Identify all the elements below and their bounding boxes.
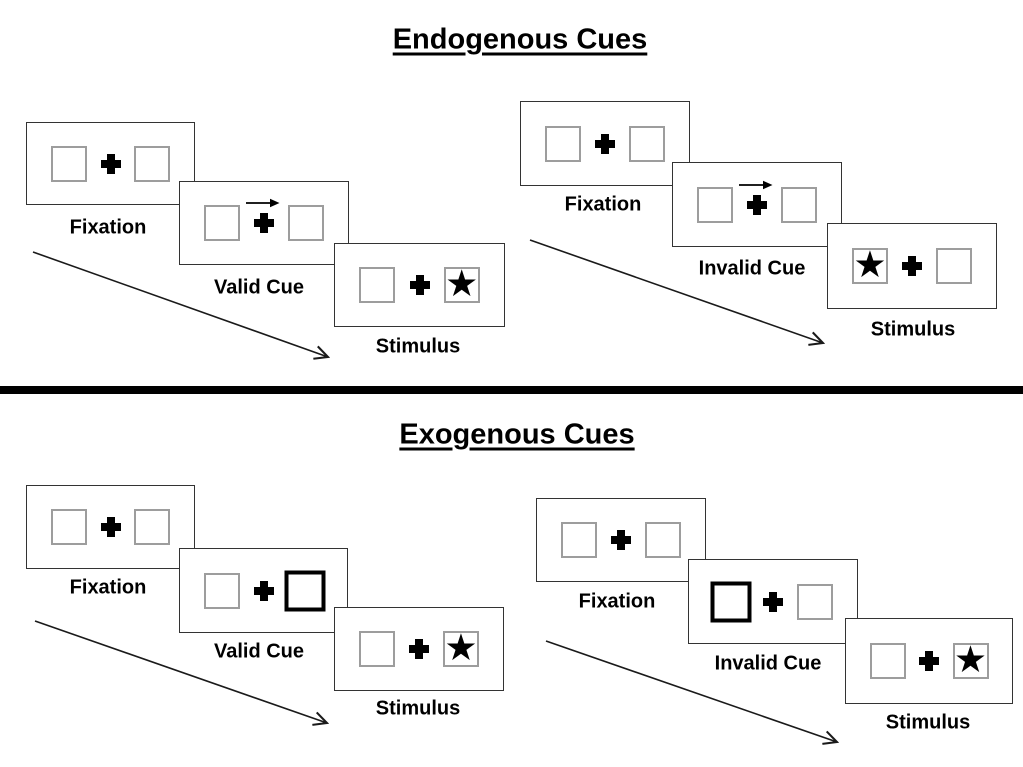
fixation-cross-icon [902, 256, 922, 276]
fixation-cross-icon [747, 194, 767, 215]
fixation-cross-icon [100, 153, 121, 174]
exogenous-invalid-fixation-left-box [561, 522, 597, 558]
exogenous-valid-stimulus-label: Stimulus [375, 697, 461, 720]
endogenous-valid-fixation-panel [26, 122, 195, 205]
exogenous-invalid-stimulus-label: Stimulus [885, 711, 971, 734]
endogenous-invalid-cue-right-box [781, 186, 817, 223]
cue-right-arrow-icon [739, 180, 773, 189]
target-star-icon: ★ [445, 262, 479, 305]
fixation-cross-icon [409, 275, 430, 295]
endogenous-invalid-fixation-label: Fixation [564, 193, 642, 216]
target-star-icon: ★ [853, 243, 887, 286]
timeline-arrow-endogenous-valid [32, 251, 328, 357]
endogenous-valid-fixation-right-box [134, 145, 171, 182]
section-divider [0, 386, 1023, 394]
endogenous-valid-stimulus-panel: ★ [334, 243, 505, 327]
endogenous-invalid-stimulus-right-box [936, 248, 972, 284]
timeline-arrow-exogenous-invalid [545, 640, 837, 742]
fixation-cross-icon [763, 591, 783, 612]
fixation-cross-icon [100, 517, 121, 537]
exogenous-invalid-cue-left-box-cued [710, 581, 752, 622]
exogenous-valid-stimulus-left-box [359, 631, 395, 667]
exogenous-invalid-stimulus-right-box: ★ [952, 638, 989, 681]
endogenous-valid-cue-panel [179, 181, 349, 265]
endogenous-invalid-cue-panel [672, 162, 842, 247]
endogenous-valid-cue-label: Valid Cue [213, 276, 305, 299]
endogenous-valid-cue-right-box [288, 205, 324, 241]
endogenous-valid-cue-left-box [204, 205, 240, 241]
exogenous-invalid-cue-label: Invalid Cue [714, 652, 822, 675]
endogenous-title: Endogenous Cues [392, 23, 648, 56]
fixation-cross-icon [409, 639, 429, 659]
endogenous-valid-fixation-left-box [50, 145, 87, 182]
exogenous-invalid-stimulus-panel: ★ [845, 618, 1013, 704]
endogenous-invalid-stimulus-panel: ★ [827, 223, 997, 309]
fixation-cross-icon [595, 133, 615, 154]
exogenous-valid-fixation-label: Fixation [69, 576, 147, 599]
fixation-cross-icon [254, 213, 274, 233]
endogenous-valid-stimulus-right-box: ★ [443, 262, 480, 305]
exogenous-invalid-fixation-label: Fixation [578, 590, 656, 613]
exogenous-invalid-fixation-panel [536, 498, 706, 582]
exogenous-valid-cue-right-box-cued [284, 570, 326, 611]
exogenous-invalid-fixation-right-box [645, 522, 681, 558]
exogenous-valid-fixation-panel [26, 485, 195, 569]
exogenous-valid-cue-label: Valid Cue [213, 640, 305, 663]
exogenous-valid-stimulus-panel: ★ [334, 607, 504, 691]
exogenous-valid-fixation-left-box [50, 509, 87, 545]
endogenous-invalid-fixation-panel [520, 101, 690, 186]
exogenous-invalid-stimulus-left-box [869, 643, 906, 679]
exogenous-title: Exogenous Cues [399, 418, 635, 451]
endogenous-valid-stimulus-left-box [359, 267, 396, 303]
endogenous-invalid-cue-left-box [697, 186, 733, 223]
timeline-arrow-exogenous-valid [34, 620, 327, 723]
target-star-icon: ★ [953, 638, 988, 681]
endogenous-invalid-stimulus-label: Stimulus [870, 318, 956, 341]
cue-right-arrow-icon [246, 198, 280, 208]
exogenous-valid-fixation-right-box [134, 509, 171, 545]
fixation-cross-icon [253, 580, 274, 601]
exogenous-invalid-cue-panel [688, 559, 858, 644]
exogenous-valid-cue-panel [179, 548, 348, 633]
endogenous-invalid-fixation-left-box [545, 125, 581, 162]
fixation-cross-icon [919, 651, 939, 671]
exogenous-invalid-cue-right-box [797, 583, 833, 620]
target-star-icon: ★ [444, 626, 478, 669]
fixation-cross-icon [611, 530, 631, 550]
endogenous-valid-stimulus-label: Stimulus [375, 335, 461, 358]
exogenous-valid-stimulus-right-box: ★ [443, 626, 479, 669]
timeline-arrow-endogenous-invalid [529, 239, 823, 343]
endogenous-invalid-fixation-right-box [629, 125, 665, 162]
endogenous-invalid-cue-label: Invalid Cue [698, 257, 806, 280]
exogenous-valid-cue-left-box [203, 572, 240, 609]
endogenous-invalid-stimulus-left-box: ★ [852, 243, 888, 286]
endogenous-valid-fixation-label: Fixation [69, 216, 147, 239]
